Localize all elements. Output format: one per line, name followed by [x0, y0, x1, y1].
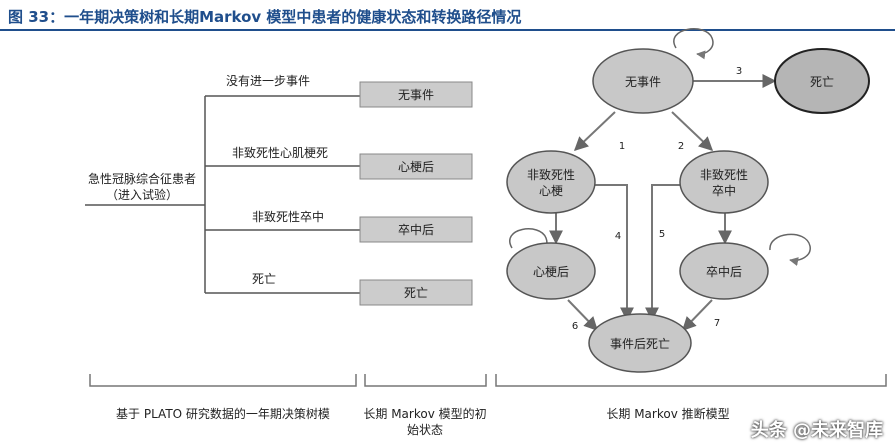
title-rule — [0, 29, 895, 31]
brace-left — [89, 374, 357, 387]
edge-label: 4 — [615, 231, 621, 242]
state-box-label: 心梗后 — [398, 159, 434, 174]
node-post-event-death-label: 事件后死亡 — [610, 337, 670, 351]
page-title: 图 33：一年期决策树和长期Markov 模型中患者的健康状态和转换路径情况 — [8, 8, 522, 26]
edge-label: 2 — [678, 141, 684, 152]
node-nonfatal-stroke-label: 卒中 — [712, 183, 736, 198]
node-death — [774, 48, 870, 114]
tree-root-label: （进入试验） — [106, 187, 178, 202]
node-death-label: 死亡 — [810, 75, 834, 89]
node-post-event-death — [588, 313, 692, 373]
node-post-stroke-label: 卒中后 — [706, 264, 742, 279]
state-box — [359, 279, 473, 306]
brace-middle — [364, 374, 487, 387]
node-no-event — [592, 48, 694, 114]
state-box-label: 卒中后 — [398, 222, 434, 237]
node-nonfatal-mi — [506, 150, 596, 214]
edge-label: 6 — [572, 321, 578, 332]
caption-right: 长期 Markov 推断模型 — [606, 406, 729, 421]
caption-middle: 始状态 — [407, 423, 443, 437]
decision-tree: 急性冠脉综合征患者 （进入试验） 没有进一步事件 非致死性心肌梗死 非致死性卒中… — [85, 73, 473, 306]
branch-label: 没有进一步事件 — [226, 73, 310, 88]
edge-1 — [573, 111, 616, 151]
edge-label: 7 — [714, 318, 720, 329]
branch-label: 非致死性卒中 — [252, 209, 324, 224]
state-box — [359, 81, 473, 108]
edge-6 — [567, 299, 598, 332]
edge-7 — [682, 299, 713, 332]
node-post-mi-label: 心梗后 — [533, 264, 569, 279]
edge-label: 1 — [619, 141, 625, 152]
edge-2 — [671, 111, 714, 151]
section-braces — [89, 374, 887, 387]
node-nonfatal-stroke-label: 非致死性 — [700, 168, 748, 182]
state-box — [359, 216, 473, 243]
brace-right — [495, 374, 887, 387]
state-box-label: 死亡 — [404, 286, 428, 300]
edge-label: 3 — [736, 66, 742, 77]
branch-label: 非致死性心肌梗死 — [232, 145, 328, 160]
node-no-event-label: 无事件 — [625, 75, 661, 89]
tree-root-label: 急性冠脉综合征患者 — [88, 171, 196, 186]
edge-5 — [645, 184, 690, 322]
state-box — [359, 153, 473, 180]
self-loop-post-stroke — [769, 233, 811, 266]
self-loop-no-event — [673, 28, 714, 60]
watermark: 头条 @未来智库 — [750, 420, 883, 441]
branch-label: 死亡 — [252, 272, 276, 286]
edge-label: 5 — [659, 229, 665, 240]
node-nonfatal-mi-label: 心梗 — [539, 183, 563, 198]
node-post-mi — [506, 242, 596, 300]
edge-4 — [590, 184, 634, 322]
caption-left: 基于 PLATO 研究数据的一年期决策树模 — [116, 406, 330, 421]
markov-model: 1 2 3 4 5 6 7 无事件 死亡 非致死性 心梗 非致死性 卒中 心梗后… — [506, 28, 870, 373]
node-nonfatal-stroke — [679, 150, 769, 214]
state-box-label: 无事件 — [398, 88, 434, 102]
caption-middle: 长期 Markov 模型的初 — [363, 406, 486, 421]
node-nonfatal-mi-label: 非致死性 — [527, 168, 575, 182]
node-post-stroke — [679, 242, 769, 300]
